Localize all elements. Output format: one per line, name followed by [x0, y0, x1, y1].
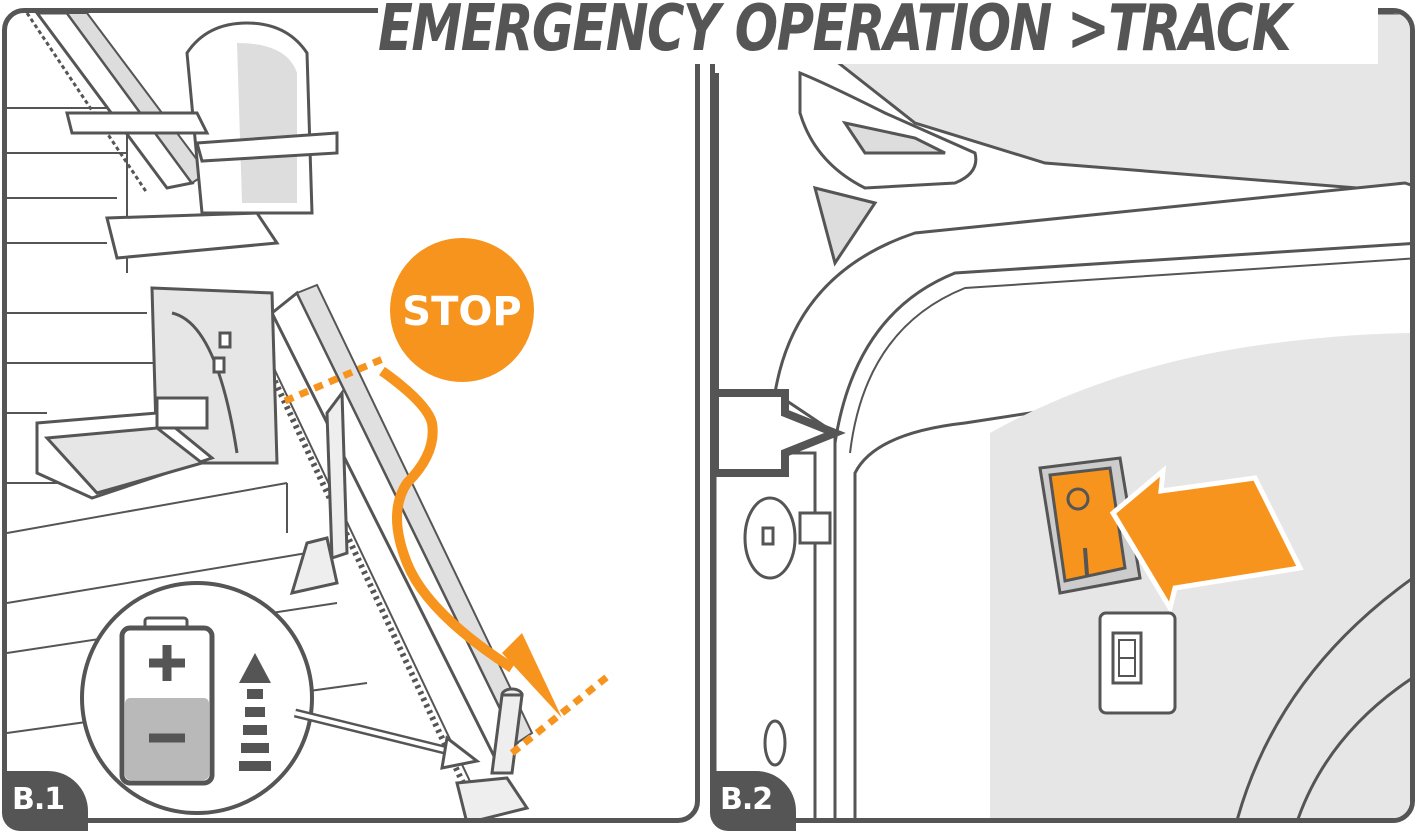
stairlift-illustration: STOP	[7, 13, 700, 823]
stop-text: STOP	[402, 289, 521, 335]
panel-label-b2-text: B.2	[720, 782, 772, 817]
battery-callout	[82, 583, 477, 813]
stop-sign: STOP	[390, 238, 534, 382]
rail-upper	[27, 13, 207, 193]
carriage-closeup-illustration	[715, 13, 1415, 823]
panel-label-b1-text: B.1	[12, 782, 64, 817]
digit-display	[1100, 613, 1175, 713]
page-title: EMERGENCY OPERATION >TRACK	[378, 0, 1378, 64]
panel-b2	[710, 8, 1415, 823]
page-title-text: EMERGENCY OPERATION >TRACK	[378, 0, 1178, 64]
carriage-side	[715, 453, 830, 823]
battery-icon	[122, 618, 212, 783]
panel-b1: STOP	[2, 8, 700, 823]
rail-supports	[292, 393, 527, 823]
